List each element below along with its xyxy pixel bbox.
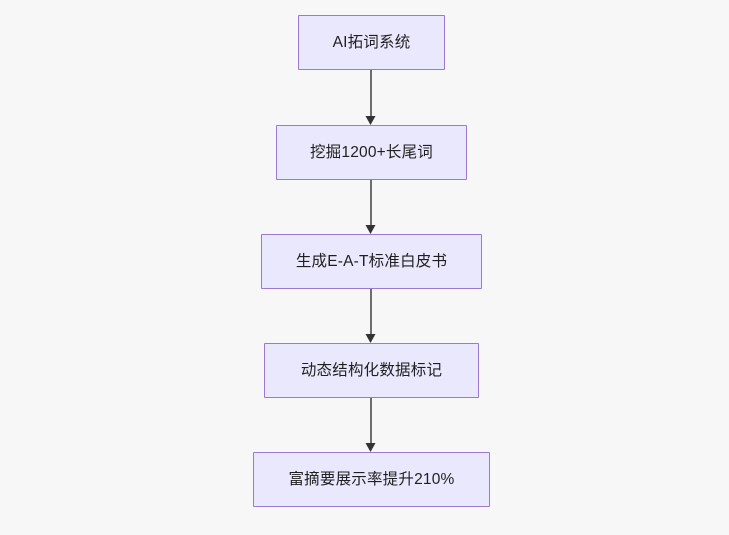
edge-line bbox=[370, 180, 372, 225]
edge-arrowhead-icon bbox=[365, 443, 376, 452]
edge-line bbox=[370, 289, 372, 334]
edge-line bbox=[370, 70, 372, 116]
flow-node-5[interactable]: 富摘要展示率提升210% bbox=[253, 452, 490, 507]
flow-node-4[interactable]: 动态结构化数据标记 bbox=[264, 343, 479, 398]
edge-line bbox=[370, 398, 372, 443]
flow-node-1[interactable]: AI拓词系统 bbox=[298, 15, 445, 70]
flow-node-label: 富摘要展示率提升210% bbox=[288, 470, 455, 488]
edge-arrowhead-icon bbox=[365, 116, 376, 125]
flow-node-2[interactable]: 挖掘1200+长尾词 bbox=[276, 125, 467, 180]
flow-node-3[interactable]: 生成E-A-T标准白皮书 bbox=[261, 234, 482, 289]
flow-node-label: 动态结构化数据标记 bbox=[300, 361, 443, 379]
edge-arrowhead-icon bbox=[365, 225, 376, 234]
edge-arrowhead-icon bbox=[365, 334, 376, 343]
flow-node-label: 生成E-A-T标准白皮书 bbox=[295, 252, 448, 270]
flow-node-label: 挖掘1200+长尾词 bbox=[309, 143, 434, 161]
flow-node-label: AI拓词系统 bbox=[332, 33, 411, 51]
